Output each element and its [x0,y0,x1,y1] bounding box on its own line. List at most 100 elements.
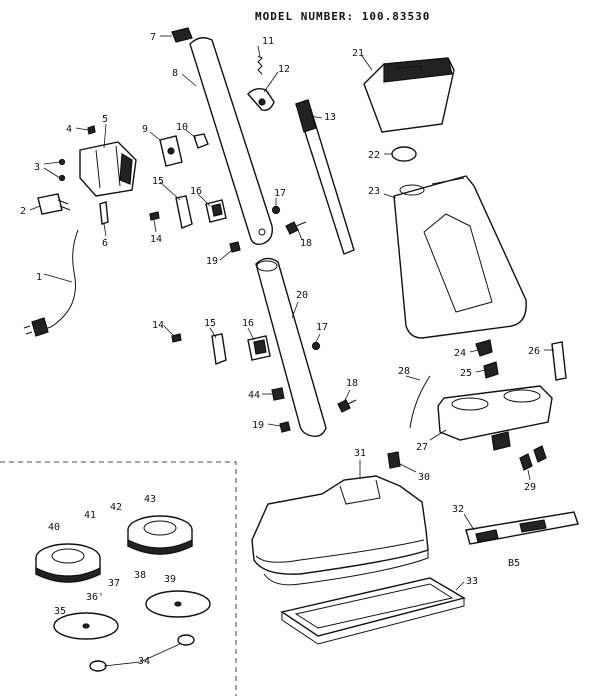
label-31: 31 [354,448,366,459]
bolt-19b [279,421,291,433]
base-housing [437,385,553,451]
upper-handle [189,37,273,246]
footer-code: B5 [508,558,520,569]
valve [475,339,493,357]
label-29: 29 [524,482,536,493]
label-11: 11 [262,36,274,47]
label-26: 26 [528,346,540,357]
screws [58,158,66,182]
model-number-title: MODEL NUMBER: 100.83530 [255,10,430,23]
bracket-16b [247,335,271,361]
label-21: 21 [352,48,364,59]
label-32: 32 [452,504,464,515]
drip-tray [280,577,466,645]
label-23: 23 [368,186,380,197]
label-19a: 19 [206,256,218,267]
label-42: 42 [110,502,122,513]
label-28: 28 [398,366,410,377]
lower-handle [255,257,327,438]
label-8: 8 [172,68,178,79]
bracket-16a [205,199,227,223]
bolt-19a [229,241,241,253]
label-33: 33 [466,576,478,587]
tank-cap [391,146,417,162]
nut-17a [271,205,281,215]
label-4: 4 [66,124,72,135]
spring [257,55,263,75]
power-cord [23,229,79,337]
label-10: 10 [176,122,188,133]
screw-14b [171,333,182,343]
leader-lines [29,35,554,667]
nut-17b [311,341,321,351]
label-2: 2 [20,206,26,217]
label-17a: 17 [274,188,286,199]
label-7: 7 [150,32,156,43]
label-14b: 14 [152,320,164,331]
bolt-18a [285,221,307,235]
knob [193,133,209,149]
pad-left [53,612,119,640]
label-14a: 14 [150,234,162,245]
hose [409,375,431,429]
label-3: 3 [34,162,40,173]
screw-14a [149,211,160,221]
label-24: 24 [454,348,466,359]
label-16a: 16 [190,186,202,197]
label-15b: 15 [204,318,216,329]
scrub-brush-left [35,543,101,583]
plate [159,135,183,167]
brush-section-border [0,461,237,696]
solution-tank [393,175,527,339]
wire-connector [99,201,109,225]
label-37: 37 [108,578,120,589]
bumper [465,511,579,545]
part-number-labels: 1 2 3 4 5 6 7 8 9 10 11 12 13 14 15 16 1… [20,32,540,667]
label-13: 13 [324,112,336,123]
clip [247,87,275,112]
label-25: 25 [460,368,472,379]
scrub-brush-right [127,515,193,555]
label-22: 22 [368,150,380,161]
label-34: 34 [138,656,150,667]
label-12: 12 [278,64,290,75]
switch-bracket [79,141,137,197]
label-20: 20 [296,290,308,301]
bolt-18b [337,399,357,413]
motor-hood [251,475,429,586]
label-5: 5 [102,114,108,125]
label-43: 43 [144,494,156,505]
label-40: 40 [48,522,60,533]
label-16b: 16 [242,318,254,329]
label-41: 41 [84,510,96,521]
label-27: 27 [416,442,428,453]
label-36: 36' [86,592,104,603]
switch [37,193,71,215]
label-18a: 18 [300,238,312,249]
label-18b: 18 [346,378,358,389]
pedal [551,341,567,381]
pad-right [145,590,211,618]
label-35: 35 [54,606,66,617]
label-6: 6 [102,238,108,249]
latch-15a [175,195,193,229]
bolts-29 [519,445,547,471]
label-19b: 19 [252,420,264,431]
nut-44 [271,387,285,401]
label-17b: 17 [316,322,328,333]
label-15a: 15 [152,176,164,187]
label-44: 44 [248,390,260,401]
label-9: 9 [142,124,148,135]
latch-15b [211,333,227,365]
label-38: 38 [134,570,146,581]
label-39: 39 [164,574,176,585]
tank-lid [363,57,455,133]
label-1: 1 [36,272,42,283]
plug [483,361,499,379]
label-30: 30 [418,472,430,483]
handle-cap [171,27,193,43]
connector [387,451,401,469]
lever-rod [295,99,355,255]
screw-4 [87,125,96,135]
